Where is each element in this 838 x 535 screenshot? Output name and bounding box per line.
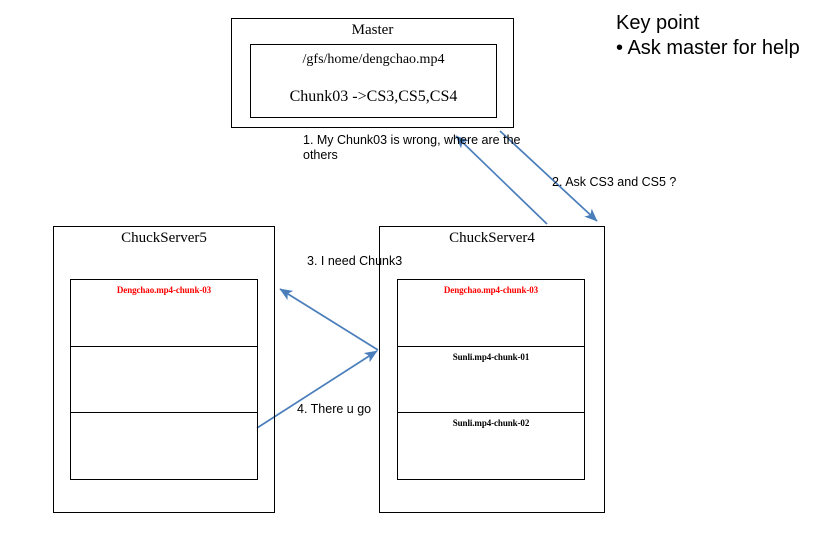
chunk-label: Dengchao.mp4-chunk-03 bbox=[116, 285, 212, 295]
master-metadata-box bbox=[250, 44, 497, 118]
chunk-label: Sunli.mp4-chunk-01 bbox=[452, 351, 530, 362]
annotation-step3: 3. I need Chunk3 bbox=[307, 254, 403, 268]
chunk-row: Sunli.mp4-chunk-01 bbox=[398, 347, 584, 414]
chunk-label: Dengchao.mp4-chunk-03 bbox=[443, 285, 539, 295]
chunk-row bbox=[71, 347, 257, 414]
chuckserver5-node bbox=[53, 226, 275, 513]
chunk-row: Dengchao.mp4-chunk-03 bbox=[398, 280, 584, 347]
chuckserver4-title: ChuckServer4 bbox=[449, 230, 535, 246]
arrow-step3 bbox=[279, 288, 379, 351]
chunk-row: Dengchao.mp4-chunk-03 bbox=[71, 280, 257, 347]
chunk-label: Sunli.mp4-chunk-02 bbox=[452, 418, 530, 429]
annotation-step4: 4. There u go bbox=[297, 402, 372, 416]
chuckserver4-chunk-table: Dengchao.mp4-chunk-03 Sunli.mp4-chunk-01… bbox=[397, 279, 585, 480]
key-point-bullet: • Ask master for help bbox=[616, 37, 800, 59]
master-node bbox=[231, 18, 514, 128]
chuckserver4-node bbox=[379, 226, 605, 513]
key-point-block: Key point • Ask master for help bbox=[616, 11, 838, 61]
chunk-row bbox=[71, 413, 257, 479]
chuckserver5-title: ChuckServer5 bbox=[121, 230, 207, 246]
annotation-step2: 2. Ask CS3 and CS5 ? bbox=[552, 175, 677, 189]
master-chunk-mapping: Chunk03 ->CS3,CS5,CS4 bbox=[289, 88, 458, 105]
key-point-title: Key point bbox=[616, 12, 700, 34]
chuckserver5-chunk-table: Dengchao.mp4-chunk-03 bbox=[70, 279, 258, 480]
annotation-step1: 1. My Chunk03 is wrong, where are the ot… bbox=[303, 133, 521, 162]
master-file-path: /gfs/home/dengchao.mp4 bbox=[302, 52, 445, 67]
master-title: Master bbox=[351, 22, 394, 38]
chunk-row: Sunli.mp4-chunk-02 bbox=[398, 413, 584, 479]
